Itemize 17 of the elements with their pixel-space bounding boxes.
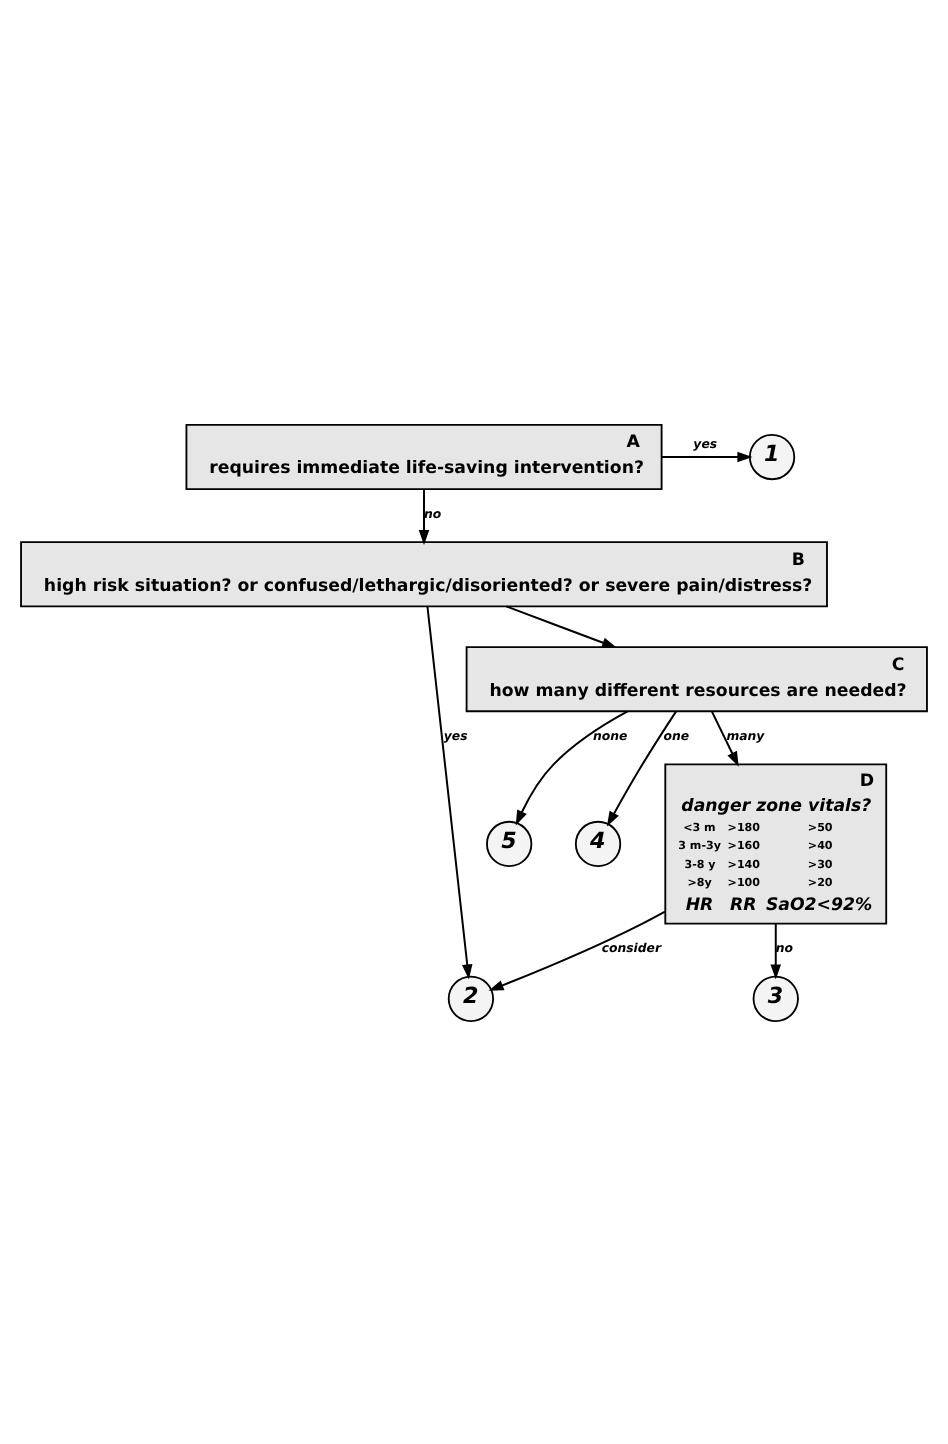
arrow: [660, 450, 753, 462]
node-box: C how many different resources are needed?: [465, 645, 928, 712]
node-box: A requires immediate life-saving intervention?: [185, 423, 663, 490]
arrow: [505, 604, 618, 647]
arrow: [515, 709, 629, 825]
node-circle: 1: [748, 432, 796, 480]
node-circle: 2: [447, 974, 495, 1021]
arrow: [770, 921, 782, 979]
arrow: [606, 709, 677, 826]
arrow: [488, 909, 667, 990]
node-circle: 3: [752, 974, 799, 1021]
node-circle: 5: [486, 819, 533, 867]
arrow: [426, 604, 473, 979]
node-box: B high risk situation? or confused/lethargic/disoriented? or severe pain/distress?: [20, 540, 828, 607]
arrow: [418, 487, 430, 545]
node-circle: 4: [574, 819, 622, 867]
arrow: [710, 709, 739, 766]
